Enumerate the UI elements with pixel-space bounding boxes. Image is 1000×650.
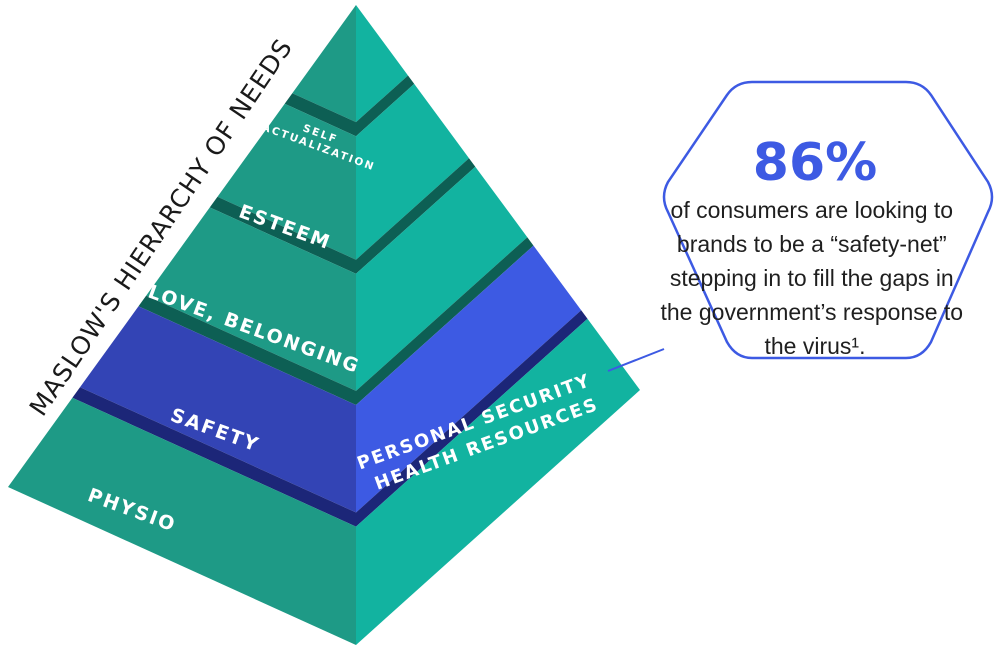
pyramid-level-love-belonging-left-face [146, 207, 356, 391]
pyramid-level-esteem-shadow-right [356, 158, 476, 274]
pyramid-level-self-actualization-left-face [292, 5, 356, 123]
pyramid-level-esteem-right-face [356, 83, 469, 260]
pyramid-level-love-belonging-right-face [356, 166, 528, 391]
pyramid-level-safety-right-face [356, 245, 582, 513]
stat-number: 86% [753, 133, 877, 193]
pyramid-level-safety-left-face [80, 306, 356, 513]
callout-connector-line [607, 348, 665, 372]
pyramid-level-love-belonging-shadow-left [138, 295, 356, 405]
pyramid-level-self-actualization-shadow-left [284, 93, 356, 137]
pyramid-level-esteem-left-face [217, 103, 356, 260]
callout-description: of consumers are looking to brands to be… [661, 197, 970, 359]
pyramid-level-physio-right-face [356, 318, 640, 645]
callout-octagon [662, 80, 994, 360]
pyramid-level-physio-left-face [8, 397, 356, 645]
pyramid-level-esteem-shadow-left [209, 196, 356, 274]
pyramid-level-safety-shadow-right [356, 310, 588, 527]
pyramid-level-self-actualization-right-face [356, 5, 408, 123]
pyramid-level-safety-shadow-left [72, 387, 357, 527]
pyramid-level-self-actualization-shadow-right [356, 75, 415, 137]
pyramid-level-love-belonging-shadow-right [356, 237, 534, 405]
